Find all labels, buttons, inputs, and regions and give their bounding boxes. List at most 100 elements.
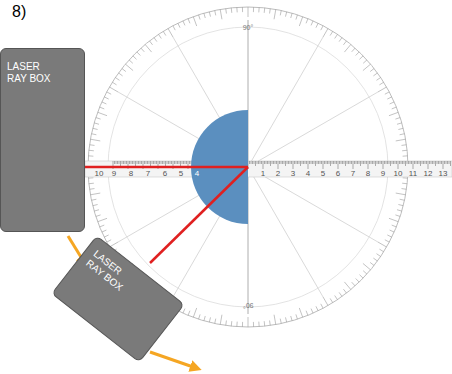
ruler-tick — [116, 161, 117, 164]
move-arrow — [150, 352, 196, 368]
tick — [344, 44, 350, 52]
ruler-tick — [177, 161, 178, 164]
tick — [258, 322, 259, 327]
tick — [335, 296, 338, 300]
ruler-tick — [276, 161, 277, 164]
tick — [378, 87, 387, 92]
tick — [395, 118, 400, 120]
tick — [90, 144, 95, 146]
tick — [291, 316, 292, 321]
ruler-number: 10 — [95, 170, 104, 178]
ruler-tick — [155, 161, 156, 164]
ruler-tick — [174, 161, 175, 164]
tick — [379, 82, 383, 85]
tick — [392, 107, 397, 109]
tick — [274, 9, 276, 19]
tick — [359, 275, 363, 278]
ruler-tick — [422, 161, 423, 164]
ruler-tick — [147, 161, 148, 164]
ruler-tick — [435, 161, 436, 166]
tick — [396, 139, 406, 141]
ruler-tick — [357, 161, 358, 164]
tick — [321, 304, 323, 308]
ruler-tick — [119, 161, 120, 164]
tick — [89, 150, 94, 152]
tick — [280, 319, 281, 324]
ruler-tick — [420, 161, 421, 166]
ruler-tick — [156, 161, 157, 164]
ruler-tick — [114, 161, 115, 164]
ruler-number: 6 — [163, 170, 167, 178]
tick — [403, 155, 408, 156]
tick — [154, 38, 157, 42]
tick — [129, 60, 133, 63]
ruler-tick — [165, 161, 166, 166]
tick — [296, 15, 298, 20]
tick — [373, 258, 377, 261]
ruler-tick — [363, 161, 364, 164]
ruler-tick — [159, 161, 160, 164]
ruler-tick — [326, 161, 327, 164]
ruler-tick — [384, 161, 385, 164]
tick — [321, 26, 323, 30]
tick — [90, 193, 100, 195]
ruler-tick — [123, 161, 124, 164]
tick — [352, 48, 355, 52]
tick — [377, 78, 381, 81]
tick — [94, 123, 99, 124]
ruler-tick — [383, 161, 384, 169]
tick — [188, 311, 190, 316]
tick — [323, 28, 328, 37]
ruler-tick — [249, 161, 250, 164]
tick — [104, 97, 108, 99]
tick — [248, 317, 249, 327]
tick — [236, 322, 237, 327]
tick — [379, 249, 383, 252]
ruler-tick — [149, 161, 150, 164]
ruler-tick — [306, 161, 307, 164]
ruler-tick — [257, 161, 258, 164]
ruler-tick — [279, 161, 280, 164]
ruler-tick — [417, 161, 418, 164]
tick — [280, 10, 281, 15]
tick — [159, 34, 162, 38]
ruler-tick — [312, 161, 313, 164]
ruler-tick — [416, 161, 417, 164]
ruler-tick — [362, 161, 363, 164]
ruler-tick — [368, 161, 369, 169]
ruler-tick — [341, 161, 342, 164]
tick — [330, 298, 333, 302]
ruler-tick — [281, 161, 282, 164]
tick — [296, 314, 298, 319]
ruler-tick — [444, 161, 445, 164]
tick — [107, 240, 111, 242]
ruler-tick — [356, 161, 357, 164]
ruler-tick — [275, 161, 276, 164]
ruler-tick — [294, 161, 295, 164]
tick — [90, 139, 100, 141]
ruler-tick — [375, 161, 376, 166]
degree-label: 90° — [243, 302, 254, 309]
ruler-tick — [408, 161, 409, 164]
tick — [204, 316, 205, 321]
ruler-tick — [288, 161, 289, 164]
tick — [248, 7, 249, 17]
ruler-tick — [132, 161, 133, 164]
ruler-tick — [264, 161, 265, 164]
ruler-tick — [273, 161, 274, 164]
ruler-tick — [308, 161, 309, 169]
ruler-tick — [182, 161, 183, 164]
tick — [398, 128, 403, 129]
tick — [316, 23, 318, 27]
ruler-tick — [272, 161, 273, 164]
ruler-tick — [372, 161, 373, 164]
tick — [178, 23, 180, 27]
tick — [215, 10, 216, 15]
tick — [396, 193, 406, 195]
tick — [91, 134, 96, 135]
ruler-tick — [122, 161, 123, 164]
ruler-tick — [393, 161, 394, 164]
ruler-tick — [285, 161, 286, 166]
tick — [236, 7, 237, 12]
tick — [102, 230, 107, 232]
